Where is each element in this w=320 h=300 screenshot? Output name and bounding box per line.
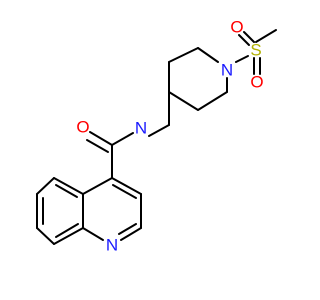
bond	[36, 227, 55, 245]
atom-label: N	[135, 119, 147, 138]
bond	[82, 177, 113, 195]
chemical-structure: O N N S O O N	[36, 18, 277, 255]
bond	[197, 47, 219, 63]
bond	[235, 55, 249, 63]
atom-label: O	[230, 18, 243, 37]
bond	[120, 227, 142, 241]
bond	[118, 223, 137, 235]
bond	[238, 34, 250, 46]
atom-o-sulfonyl-1: O	[230, 18, 243, 37]
atom-o-sulfonyl-2: O	[250, 73, 263, 92]
atom-n-amide: N	[135, 119, 147, 138]
bond	[168, 91, 199, 111]
atom-s-sulfonyl: S	[250, 41, 261, 60]
atom-o-amide: O	[76, 118, 89, 137]
bond	[55, 184, 78, 198]
bond	[36, 177, 55, 195]
bond	[243, 31, 255, 43]
bond	[111, 177, 142, 195]
bond	[82, 227, 104, 241]
bond	[53, 227, 84, 245]
bond	[53, 177, 84, 195]
bond	[55, 223, 79, 238]
atom-label: O	[76, 118, 89, 137]
atom-label: S	[250, 41, 261, 60]
bond-group	[36, 29, 277, 245]
bond	[255, 29, 277, 43]
atom-n-piperidine: N	[221, 61, 233, 80]
atom-label: N	[221, 61, 233, 80]
bond	[168, 47, 199, 63]
bond	[197, 91, 228, 111]
bond	[112, 184, 137, 199]
atom-n-quinoline: N	[106, 236, 118, 255]
atom-label: O	[250, 73, 263, 92]
atom-label: N	[106, 236, 118, 255]
bond	[111, 132, 134, 146]
bond	[148, 124, 170, 137]
bond	[86, 139, 109, 153]
bond	[89, 131, 113, 146]
